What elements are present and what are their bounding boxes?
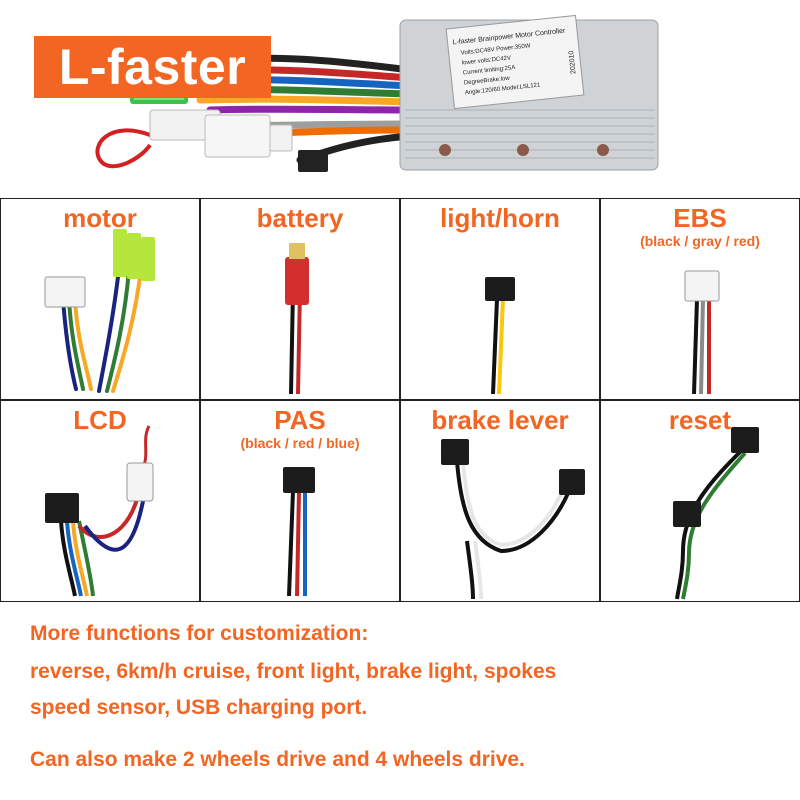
connector-title: PAS [274,405,326,435]
notes-functions-line-1: reverse, 6km/h cruise, front light, brak… [30,660,557,683]
connector-title: battery [256,203,344,233]
connector-cell-pas: PAS (black / red / blue) [200,400,400,602]
connector-cell-light-horn: light/horn [400,198,600,400]
connector-title: reset [668,405,732,435]
controller-serial: 202010 [568,50,577,74]
connector-cell-motor: motor [0,198,200,400]
lcd-connector-illustration [45,425,154,597]
notes-functions-line-2: speed sensor, USB charging port. [30,696,368,719]
motor-connector-illustration [44,229,155,393]
battery-connector-illustration [285,243,309,395]
controller-label-line: DegreeBrake:low [464,76,511,87]
connector-subtitle: (black / gray / red) [640,233,760,249]
controller-illustration: L-faster Brainpower Motor Controller Vol… [95,14,659,172]
connector-title: EBS [673,203,727,233]
connector-cell-lcd: LCD [0,400,200,602]
notes-heading: More functions for customization: [30,622,369,645]
connector-cell-reset: reset [600,400,800,602]
connector-cell-brake-lever: brake lever [400,400,600,602]
connector-grid: motor battery light/horn [0,198,800,602]
brand-logo: L-faster [34,36,271,98]
controller-label-line: lower volts:DC42V [462,55,512,66]
connector-title: motor [63,203,137,233]
light-horn-connector-illustration [485,277,515,395]
connector-title: light/horn [440,203,560,233]
reset-connector-illustration [673,427,759,600]
controller-label-line: Current limiting:25A [463,65,516,76]
connector-title: LCD [73,405,127,435]
connector-cell-ebs: EBS (black / gray / red) [600,198,800,400]
ebs-connector-illustration [684,270,720,395]
brake-lever-connector-illustration [441,439,585,600]
connector-cell-battery: battery [200,198,400,400]
notes-drive-options: Can also make 2 wheels drive and 4 wheel… [30,748,525,771]
connector-subtitle: (black / red / blue) [240,435,360,451]
connector-title: brake lever [431,405,569,435]
pas-connector-illustration [283,467,315,597]
